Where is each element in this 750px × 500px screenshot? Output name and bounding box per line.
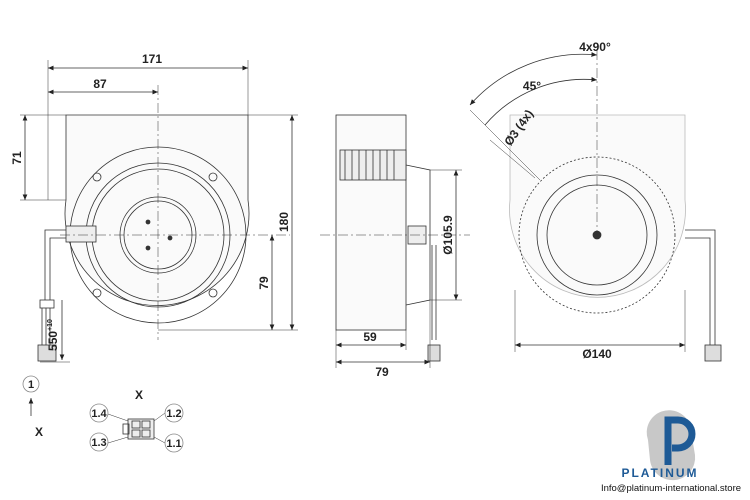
- dim-height-lower: 79: [257, 276, 271, 290]
- dim-diameter-outer: Ø140: [582, 347, 612, 361]
- front-view: [37, 114, 250, 362]
- platinum-logo-icon: [646, 410, 696, 481]
- pin-label: 1.3: [91, 437, 106, 449]
- side-view: [335, 114, 441, 362]
- view-marker-letter: X: [35, 425, 43, 439]
- dim-diameter-inlet: Ø105.9: [441, 215, 455, 255]
- dim-cable-length: 550+10: [46, 319, 60, 351]
- dim-height-total: 180: [277, 212, 291, 232]
- dim-height-top: 71: [10, 151, 24, 165]
- dim-depth-total: 79: [375, 365, 389, 379]
- view-marker-number: 1: [28, 379, 34, 391]
- dim-width-center: 87: [93, 77, 107, 91]
- pin-label: 1.2: [166, 408, 181, 420]
- pin-label: 1.4: [91, 408, 107, 420]
- rear-view: [509, 114, 722, 362]
- dim-angle-repeat: 4x90°: [579, 40, 611, 54]
- brand-email: Info@platinum-international.store: [600, 483, 742, 494]
- connector-title: X: [135, 388, 143, 402]
- dim-depth-body: 59: [363, 330, 377, 344]
- dim-width-total: 171: [142, 52, 162, 66]
- dim-angle: 45°: [523, 79, 541, 93]
- pin-label: 1.1: [166, 438, 181, 450]
- brand-name: PLATINUM: [621, 466, 699, 480]
